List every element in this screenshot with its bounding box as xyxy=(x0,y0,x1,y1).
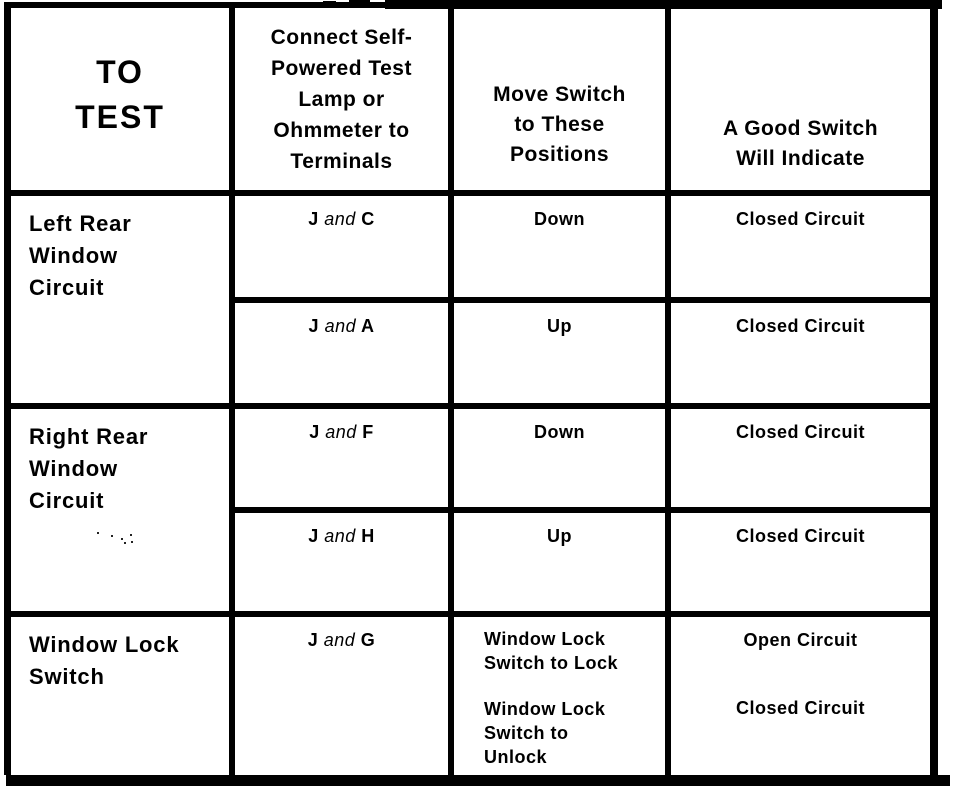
cell-terminals: J and H xyxy=(235,513,448,611)
header-move-switch: Move Switch to These Positions xyxy=(454,8,665,190)
header-connect-terminals: Connect Self- Powered Test Lamp or Ohmme… xyxy=(235,8,448,190)
terminal-post: F xyxy=(362,422,374,442)
terminal-pre: J xyxy=(307,630,319,650)
page-bottom-rule xyxy=(6,775,950,786)
cell-position: Up xyxy=(454,513,665,611)
terminal-pre: J xyxy=(309,422,320,442)
cell-result: Closed Circuit xyxy=(671,513,930,611)
scan-artifact xyxy=(385,0,942,9)
terminal-conj: and xyxy=(324,526,356,546)
cell-terminals: J and A xyxy=(235,303,448,403)
cell-position: Down xyxy=(454,409,665,507)
result-case: Closed Circuit xyxy=(735,698,866,718)
position-case: Window Lock Switch to Lock xyxy=(484,629,619,673)
terminal-post: A xyxy=(360,316,375,336)
cell-position: Up xyxy=(454,303,665,403)
cell-terminals: J and G xyxy=(235,617,448,775)
header-to-test: TO TEST xyxy=(11,8,229,190)
cell-position: Down xyxy=(454,196,665,297)
terminal-pre: J xyxy=(308,316,320,336)
terminal-conj: and xyxy=(324,209,356,229)
cell-terminals: J and C xyxy=(235,196,448,297)
terminal-pre: J xyxy=(308,209,319,229)
cell-test-left-rear: Left Rear Window Circuit xyxy=(11,196,229,403)
terminal-conj: and xyxy=(325,422,357,442)
terminal-post: C xyxy=(361,209,375,229)
scan-artifact xyxy=(323,1,336,6)
terminal-conj: and xyxy=(323,630,356,650)
terminal-post: G xyxy=(360,630,376,650)
scan-artifact xyxy=(349,0,370,6)
position-case: Window Lock Switch to Unlock xyxy=(484,699,606,767)
cell-result: Closed Circuit xyxy=(671,409,930,507)
switch-test-table: TO TEST Connect Self- Powered Test Lamp … xyxy=(4,2,938,775)
result-case: Open Circuit xyxy=(743,630,858,650)
scan-artifact xyxy=(97,532,99,534)
header-good-switch: A Good Switch Will Indicate xyxy=(671,8,930,190)
terminal-post: H xyxy=(361,526,375,546)
cell-result: Closed Circuit xyxy=(671,303,930,403)
terminal-pre: J xyxy=(308,526,319,546)
cell-result: Closed Circuit xyxy=(671,196,930,297)
cell-test-right-rear: Right Rear Window Circuit xyxy=(11,409,229,611)
cell-test-window-lock: Window Lock Switch xyxy=(11,617,229,775)
cell-terminals: J and F xyxy=(235,409,448,507)
cell-position-list: Window Lock Switch to Lock Window Lock S… xyxy=(454,617,665,775)
terminal-conj: and xyxy=(324,316,357,336)
cell-result-list: Open Circuit Closed Circuit xyxy=(671,617,930,775)
